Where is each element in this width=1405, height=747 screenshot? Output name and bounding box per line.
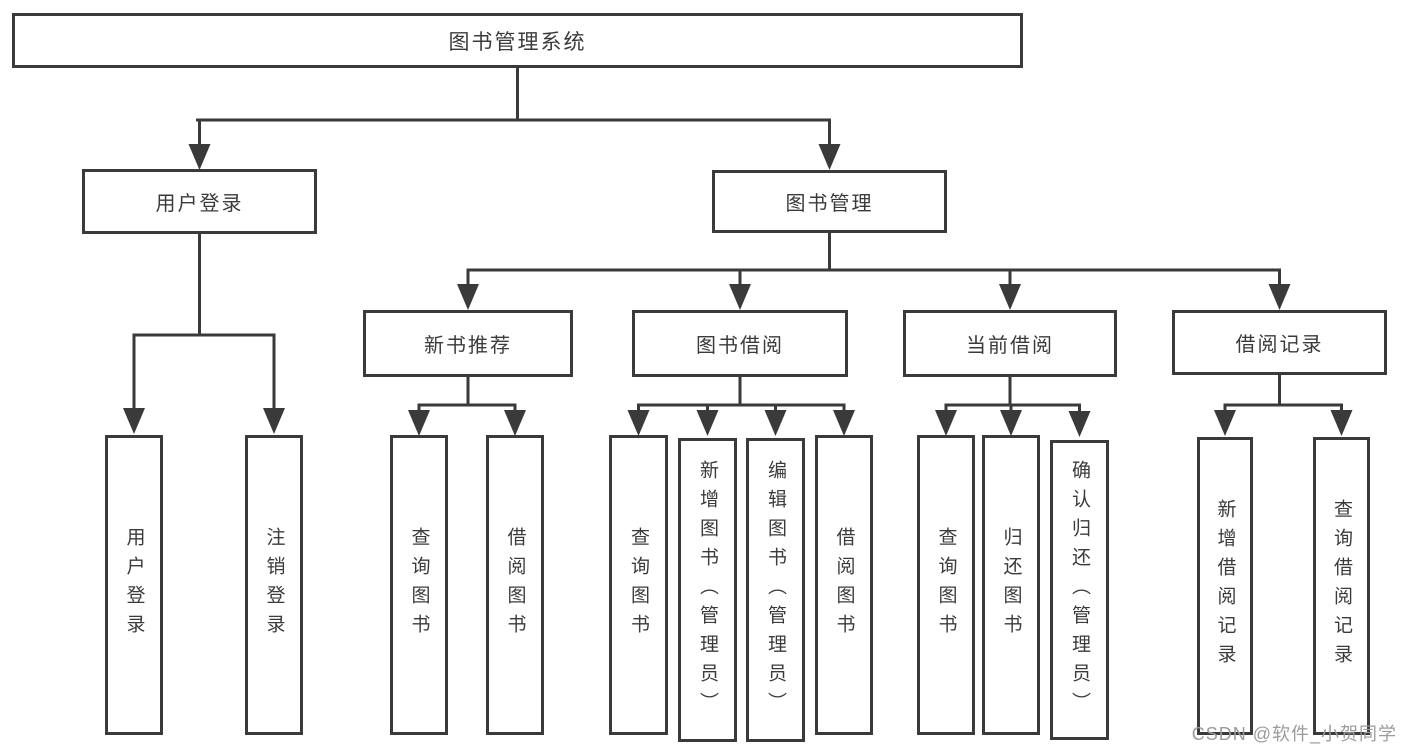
leaf-query-books-recommend-label: 查询图书 [408, 527, 430, 643]
leaf-borrow-books-borrowing-label: 借阅图书 [833, 527, 855, 643]
leaf-user-login: 用户登录 [105, 435, 163, 735]
leaf-return-book-label: 归还图书 [1000, 527, 1022, 643]
node-library-system-label: 图书管理系统 [448, 30, 587, 54]
node-borrow-records: 借阅记录 [1172, 310, 1387, 375]
node-borrow-records-label: 借阅记录 [1235, 334, 1324, 356]
leaf-add-borrow-record: 新增借阅记录 [1197, 437, 1253, 735]
node-user-login: 用户登录 [82, 169, 317, 234]
leaf-edit-book-admin: 编辑图书（管理员） [746, 438, 805, 742]
node-new-book-recommend: 新书推荐 [363, 310, 573, 377]
node-current-borrowing: 当前借阅 [903, 310, 1117, 377]
leaf-borrow-books-recommend-label: 借阅图书 [504, 527, 526, 643]
node-new-book-recommend-label: 新书推荐 [424, 335, 512, 357]
leaf-query-books-recommend: 查询图书 [390, 435, 448, 735]
leaf-query-books-current-label: 查询图书 [935, 527, 957, 643]
leaf-confirm-return-admin-label: 确认归还（管理员） [1069, 459, 1090, 721]
node-book-management-label: 图书管理 [785, 193, 874, 215]
node-book-management: 图书管理 [712, 170, 947, 233]
leaf-add-book-admin: 新增图书（管理员） [678, 438, 737, 742]
leaf-confirm-return-admin: 确认归还（管理员） [1050, 440, 1109, 740]
node-user-login-label: 用户登录 [155, 193, 244, 215]
leaf-query-books-borrowing: 查询图书 [609, 435, 668, 735]
node-library-system: 图书管理系统 [12, 13, 1023, 68]
leaf-edit-book-admin-label: 编辑图书（管理员） [765, 459, 786, 721]
leaf-logout: 注销登录 [245, 435, 303, 735]
leaf-logout-label: 注销登录 [263, 527, 285, 643]
leaf-borrow-books-borrowing: 借阅图书 [815, 435, 873, 735]
node-book-borrowing-label: 图书借阅 [696, 335, 784, 357]
leaf-borrow-books-recommend: 借阅图书 [486, 435, 544, 735]
leaf-query-books-borrowing-label: 查询图书 [628, 527, 649, 643]
leaf-query-borrow-record: 查询借阅记录 [1313, 437, 1370, 735]
watermark: CSDN @软件_小贺同学 [1191, 724, 1397, 744]
leaf-query-borrow-record-label: 查询借阅记录 [1331, 499, 1352, 673]
leaf-add-book-admin-label: 新增图书（管理员） [697, 459, 718, 721]
leaf-return-book: 归还图书 [982, 435, 1040, 735]
leaf-user-login-label: 用户登录 [123, 527, 145, 643]
node-book-borrowing: 图书借阅 [632, 310, 848, 377]
leaf-query-books-current: 查询图书 [917, 435, 975, 735]
node-current-borrowing-label: 当前借阅 [966, 335, 1054, 357]
leaf-add-borrow-record-label: 新增借阅记录 [1214, 499, 1236, 673]
